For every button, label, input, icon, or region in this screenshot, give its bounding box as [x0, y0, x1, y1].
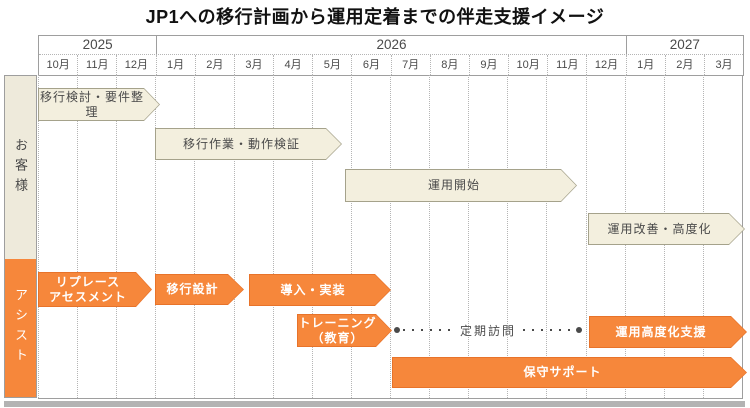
bar-migration-work-verification: 移行作業・動作検証	[155, 128, 342, 160]
month-cell: 4月	[273, 55, 312, 75]
month-cell: 11月	[547, 55, 586, 75]
bar-operation-advancement-support: 運用高度化支援	[589, 316, 747, 348]
month-cell: 1月	[625, 55, 665, 75]
month-gridline	[507, 75, 509, 398]
arrow-shape	[156, 275, 243, 304]
month-cell: 10月	[46, 59, 70, 71]
month-gridline	[429, 75, 431, 398]
lane-label-column: お客様 アシスト	[4, 75, 37, 398]
bar-label: 移行検討・要件整理	[39, 90, 144, 119]
month-gridline	[350, 75, 352, 398]
month-gridline	[194, 75, 196, 398]
month-gridline	[468, 75, 470, 398]
bar-label: 移行作業・動作検証	[182, 136, 300, 151]
arrow-shape	[39, 89, 159, 120]
month-row: 10月 11月 12月 1月 2月 3月 4月 5月 6月 7月 8月 9月 1…	[39, 55, 743, 75]
year-2027: 2027	[625, 36, 743, 54]
bar-label: リプレース アセスメント	[49, 275, 127, 304]
bar-migration-review: 移行検討・要件整理	[38, 88, 160, 121]
month-cell: 3月	[703, 55, 743, 75]
month-cell: 12月	[586, 55, 625, 75]
month-cell: 11月	[77, 55, 116, 75]
month-cell: 8月	[429, 55, 469, 75]
month-gridline	[585, 75, 587, 398]
month-cell: 2月	[664, 55, 704, 75]
bar-operation-start: 運用開始	[345, 169, 577, 202]
month-cell: 9月	[468, 55, 508, 75]
month-gridline	[311, 75, 313, 398]
month-cell: 1月	[155, 55, 195, 75]
month-cell: 7月	[390, 55, 430, 75]
bar-label: 運用開始	[427, 178, 480, 193]
connector-end-dot	[576, 327, 583, 333]
arrow-shape	[156, 129, 341, 159]
month-gridline	[116, 75, 118, 398]
month-cell: 10月	[508, 55, 547, 75]
bar-migration-design: 移行設計	[155, 274, 244, 305]
connector-start-dot	[394, 327, 400, 333]
month-gridline	[390, 75, 391, 398]
month-cell: 2月	[194, 55, 234, 75]
bottom-border-strip	[4, 401, 745, 407]
bar-label: 運用改善・高度化	[607, 221, 712, 236]
arrow-shape	[346, 170, 576, 201]
month-gridline	[38, 75, 39, 398]
arrow-shape	[590, 317, 746, 347]
bar-label: 移行設計	[166, 282, 219, 297]
bar-label: 導入・実装	[280, 282, 346, 297]
year-2025: 2025	[82, 37, 113, 52]
bar-implementation: 導入・実装	[249, 274, 391, 306]
chart-title: JP1への移行計画から運用定着までの伴走支援イメージ	[145, 7, 605, 27]
timeline-grid: 移行検討・要件整理 移行作業・動作検証 運用開始 運用改善・高度化 リプレース …	[38, 75, 743, 399]
bar-label: 保守サポート	[523, 365, 602, 380]
arrow-shape	[39, 273, 151, 306]
bar-maintenance-support: 保守サポート	[392, 357, 747, 388]
month-cell: 5月	[312, 55, 351, 75]
timeline-header: 2025 2026 2027 10月 11月 12月 1月 2月 3月 4月 5…	[38, 35, 744, 76]
year-2026: 2026	[156, 36, 625, 54]
arrow-shape	[298, 315, 391, 346]
bar-operation-improvement: 運用改善・高度化	[588, 213, 745, 245]
dotted-line	[403, 329, 453, 331]
month-gridline	[272, 75, 274, 398]
lane-label-assist: アシスト	[5, 259, 36, 397]
periodic-visit-label: 定期訪問	[460, 323, 517, 338]
bar-label: トレーニング （教育）	[298, 316, 377, 345]
arrow-shape	[589, 214, 744, 244]
periodic-visit-connector: 定期訪問	[394, 322, 583, 338]
dotted-line	[523, 329, 574, 331]
arrow-shape	[393, 358, 746, 387]
month-cell: 6月	[351, 55, 390, 75]
month-gridline	[233, 75, 235, 398]
lane-label-customer: お客様	[5, 76, 36, 259]
month-gridline	[155, 75, 157, 398]
month-cell: 3月	[233, 55, 273, 75]
month-gridline	[546, 75, 548, 398]
year-row: 2025 2026 2027	[39, 36, 743, 55]
bar-label: 運用高度化支援	[615, 324, 707, 339]
month-gridline	[77, 75, 79, 398]
bar-replace-assessment: リプレース アセスメント	[38, 272, 152, 307]
month-cell: 12月	[116, 55, 155, 75]
bar-training: トレーニング （教育）	[297, 314, 392, 347]
arrow-shape	[250, 275, 390, 305]
